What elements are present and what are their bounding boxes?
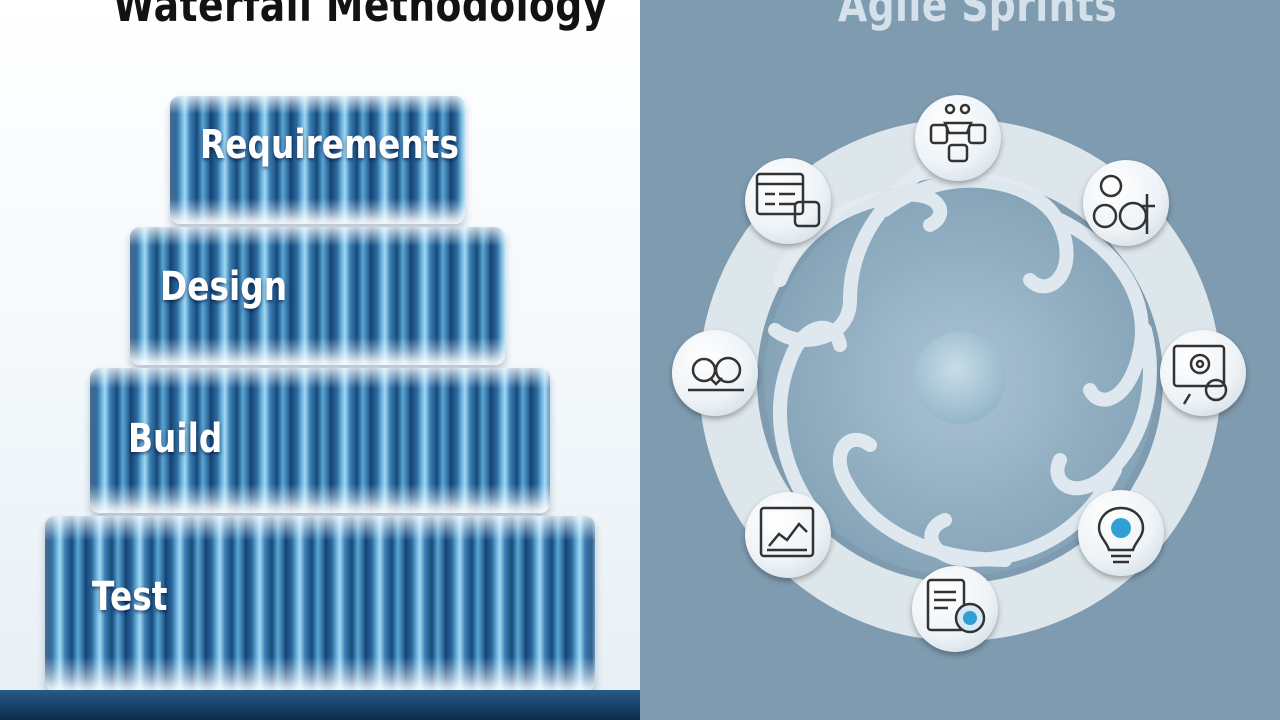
stage-label: Build xyxy=(128,416,223,462)
stage-build xyxy=(90,368,550,513)
target-icon xyxy=(1160,330,1246,416)
chart-icon xyxy=(745,492,831,578)
center-hub xyxy=(914,332,1006,424)
stage-label: Design xyxy=(160,264,288,310)
people-icon xyxy=(1083,160,1169,246)
lightbulb-icon xyxy=(1078,490,1164,576)
stage-requirements xyxy=(170,96,465,224)
waterfall-panel: Waterfall Methodology Requirements Desig… xyxy=(0,0,640,720)
stage-label: Requirements xyxy=(200,122,459,168)
water-pool xyxy=(0,690,640,720)
agile-title: Agile Sprints xyxy=(838,0,1118,32)
stage-test xyxy=(45,516,595,692)
checklist-icon xyxy=(745,158,831,244)
stage-design xyxy=(130,227,505,365)
loop-ribbons xyxy=(768,138,1157,568)
waterfall-title: Waterfall Methodology xyxy=(113,0,608,32)
document-icon xyxy=(912,566,998,652)
team-icon xyxy=(915,95,1001,181)
stage-label: Test xyxy=(92,574,168,620)
collaboration-icon xyxy=(672,330,758,416)
